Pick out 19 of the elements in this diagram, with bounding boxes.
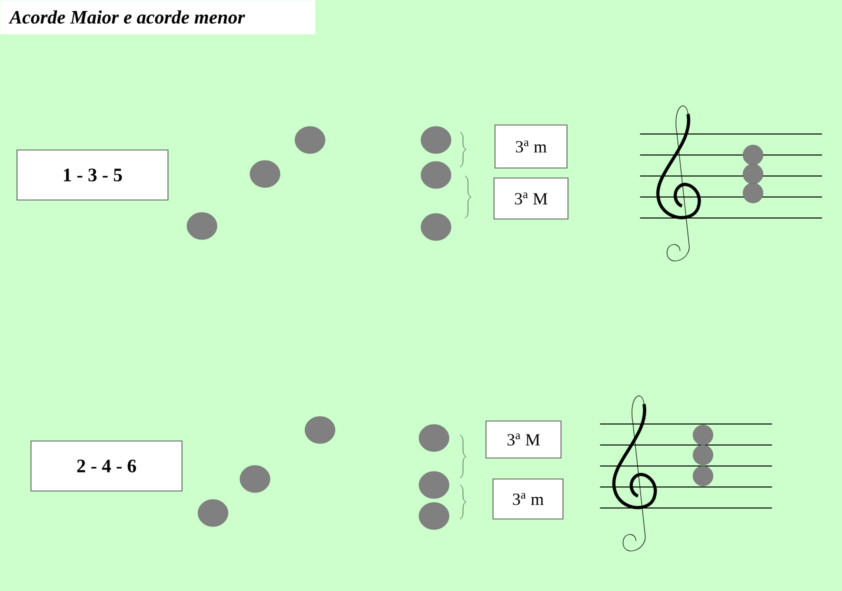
chord-box: 2 - 4 - 6 — [30, 440, 182, 492]
note-circle — [250, 160, 280, 188]
note-circle — [418, 471, 450, 499]
interval-box: 3$^{a}$ M — [486, 420, 562, 458]
note-circle — [420, 161, 452, 189]
note-circle — [418, 502, 450, 530]
note-circle — [420, 126, 452, 154]
note-circle — [294, 126, 326, 154]
title-banner: Acorde Maior e acorde menor — [0, 0, 316, 34]
note-circle — [198, 499, 228, 527]
note-circle — [418, 424, 450, 452]
interval-box: 3$^{a}$ M — [494, 178, 568, 220]
note-circle — [186, 212, 218, 240]
interval-box: 3$^{a}$ m — [494, 124, 568, 168]
note-circle — [240, 465, 270, 493]
interval-box: 3$^{a}$ m — [492, 478, 564, 520]
note-circle — [304, 416, 336, 444]
chord-box: 1 - 3 - 5 — [16, 150, 168, 200]
note-circle — [420, 213, 452, 241]
